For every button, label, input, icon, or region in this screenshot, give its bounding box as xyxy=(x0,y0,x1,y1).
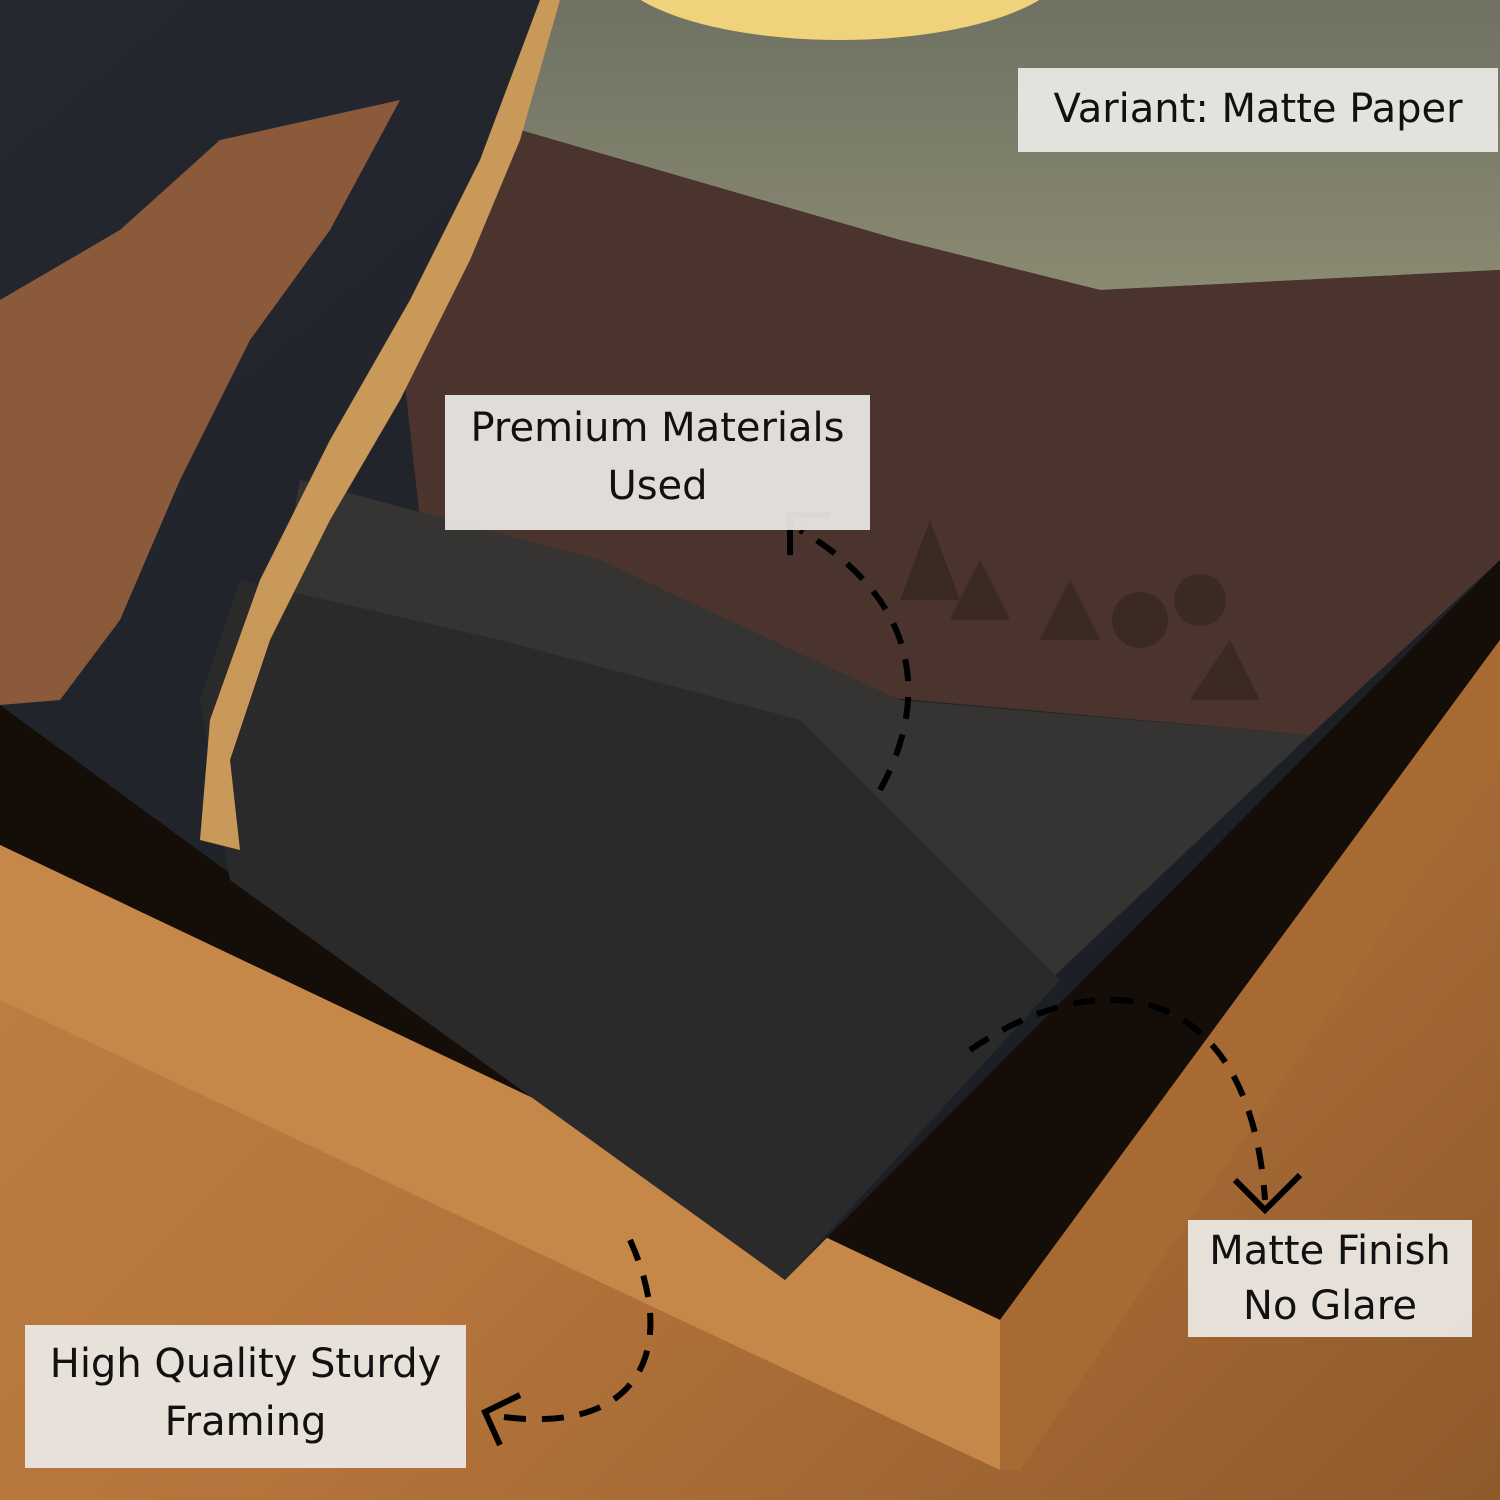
framing-label: High Quality Sturdy Framing xyxy=(25,1325,466,1468)
arrowhead-matte xyxy=(1232,1172,1303,1215)
frame-rail-left xyxy=(0,845,1000,1470)
trees xyxy=(900,520,1260,700)
arrowhead-framing xyxy=(481,1392,522,1447)
rock-spire xyxy=(0,100,400,705)
premium-materials-label: Premium Materials Used xyxy=(445,395,870,530)
arrow-framing xyxy=(489,1238,654,1423)
premium-line-1: Premium Materials xyxy=(470,405,845,451)
framing-line-1: High Quality Sturdy xyxy=(49,1341,442,1387)
frame-rail-right xyxy=(1000,640,1500,1470)
framing-line-2: Framing xyxy=(164,1399,327,1445)
matte-line-2: No Glare xyxy=(1243,1283,1417,1329)
ground-dark xyxy=(200,580,1060,1280)
hills-brown xyxy=(400,130,1500,735)
arrow-premium xyxy=(798,527,912,792)
variant-text: Variant: Matte Paper xyxy=(1053,86,1463,132)
premium-line-2: Used xyxy=(607,463,708,509)
rock-highlight xyxy=(200,0,560,850)
matte-finish-label: Matte Finish No Glare xyxy=(1188,1220,1472,1337)
arrow-matte xyxy=(968,996,1268,1201)
matte-line-1: Matte Finish xyxy=(1209,1228,1451,1274)
variant-label: Variant: Matte Paper xyxy=(1018,68,1498,152)
moon xyxy=(640,0,1040,40)
